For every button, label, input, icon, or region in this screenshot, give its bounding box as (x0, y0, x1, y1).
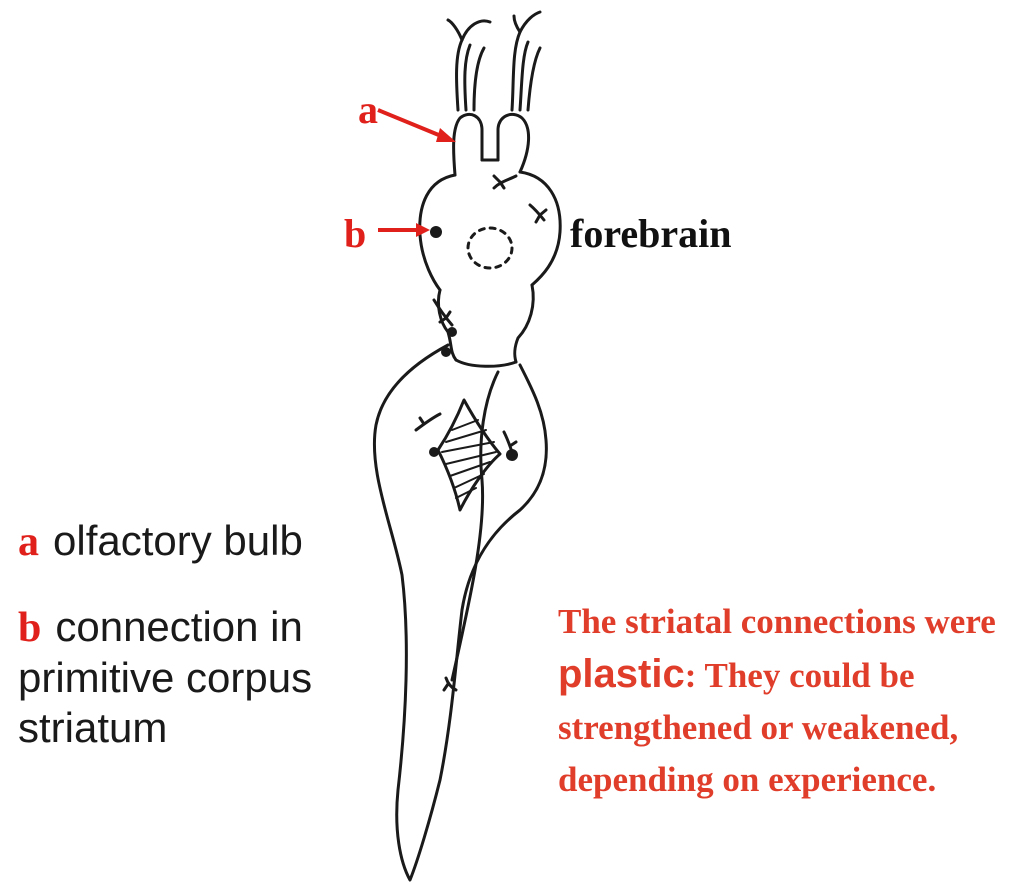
note-emphasis: plastic (558, 652, 685, 696)
legend-text-a: olfactory bulb (53, 517, 303, 564)
note-part1: The striatal connections were (558, 602, 996, 641)
plasticity-note: The striatal connections were plastic: T… (558, 596, 1018, 806)
legend-key-b: b (18, 605, 41, 651)
legend-text-b-line3: striatum (18, 703, 312, 753)
olfactory-bulb-left (454, 114, 482, 175)
legend-text-b-line1: connection in (55, 603, 303, 650)
olfactory-nerve-right (512, 12, 540, 110)
legend-item-a: a olfactory bulb (18, 516, 303, 567)
olfactory-bulb-right (498, 114, 529, 172)
legend-text-b-line2: primitive corpus (18, 653, 312, 703)
label-b-marker: b (344, 210, 366, 257)
label-a-marker: a (358, 86, 378, 133)
hindbrain-outline (374, 345, 546, 880)
legend-item-b: b connection in primitive corpus striatum (18, 602, 312, 753)
label-forebrain: forebrain (570, 210, 731, 257)
olfactory-nerve-left (448, 20, 490, 110)
note-end: . (927, 760, 936, 799)
legend-key-a: a (18, 519, 39, 565)
callout-arrows (378, 110, 456, 237)
